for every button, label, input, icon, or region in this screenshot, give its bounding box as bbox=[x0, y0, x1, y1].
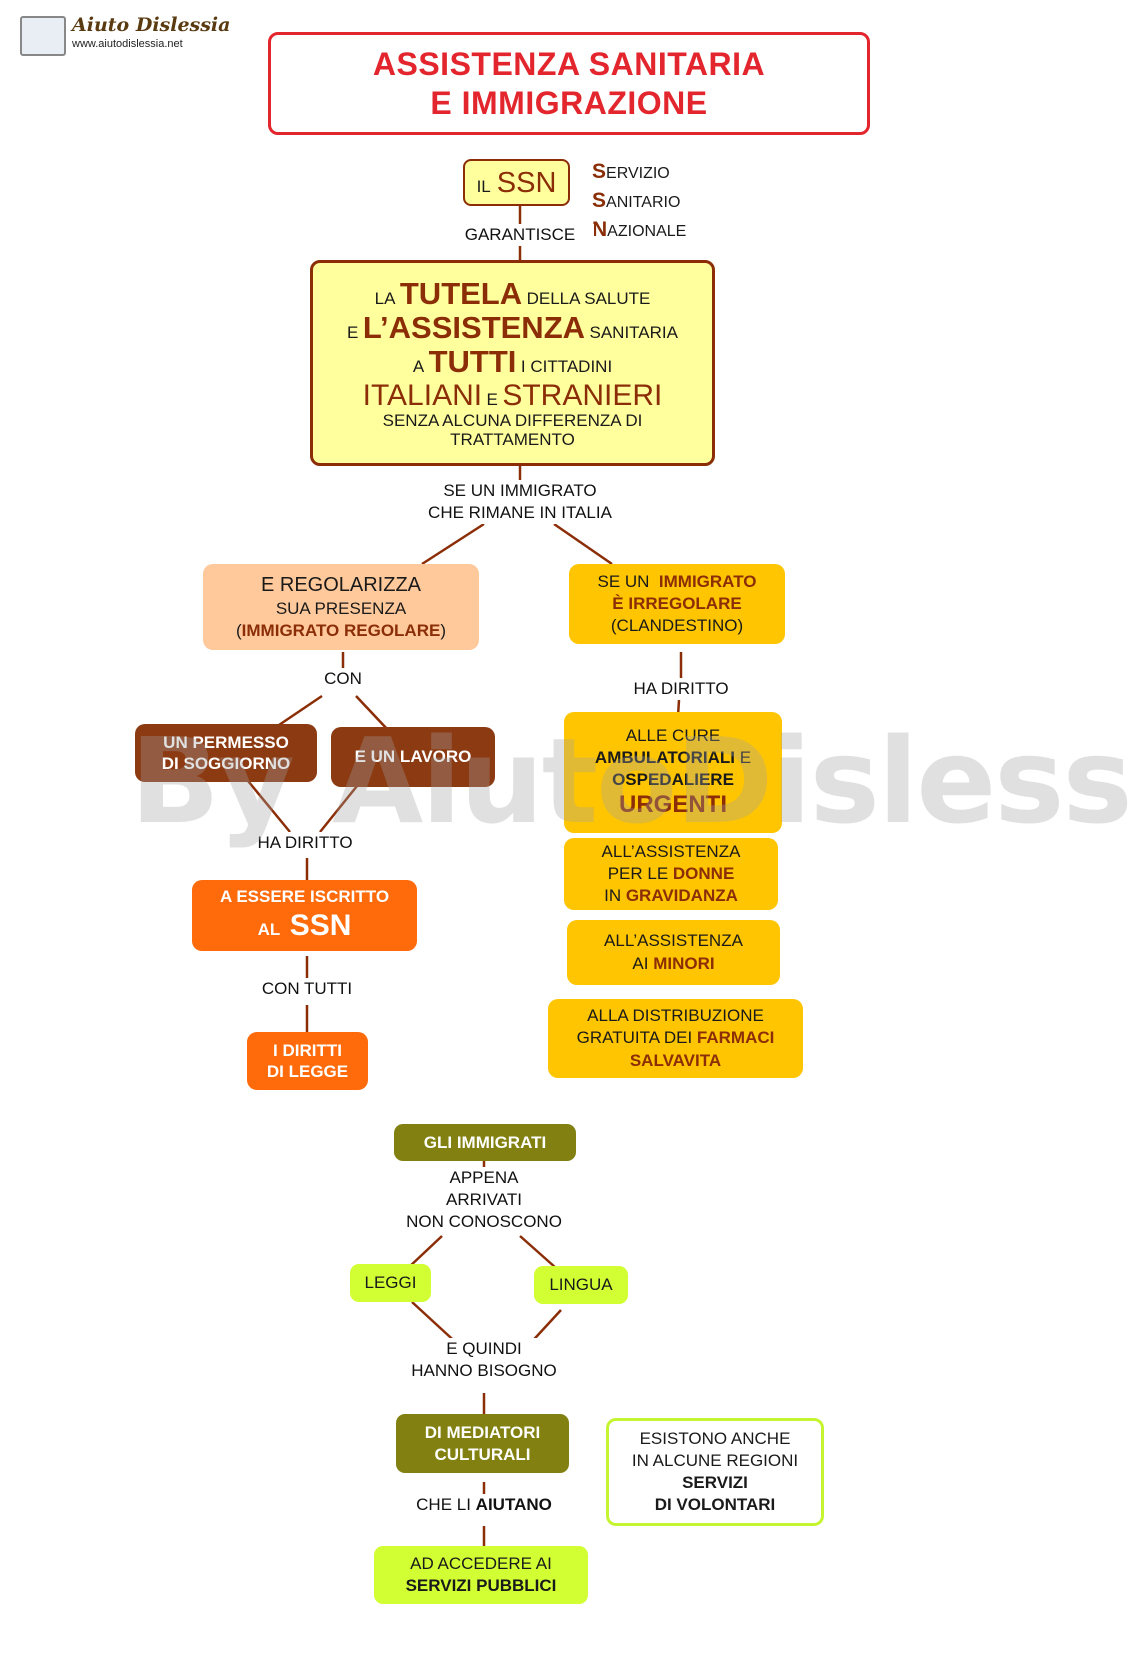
irregolare-node: SE UN IMMIGRATO È IRREGOLARE (CLANDESTIN… bbox=[569, 564, 785, 644]
logo[interactable]: Aiuto Dislessia www.aiutodislessia.net bbox=[20, 12, 230, 56]
connector bbox=[407, 1235, 443, 1269]
cure-node: ALLE CURE AMBULATORIALI E OSPEDALIERE UR… bbox=[564, 712, 782, 833]
book-icon bbox=[20, 16, 66, 56]
immigrati-node: GLI IMMIGRATI bbox=[394, 1124, 576, 1161]
connector bbox=[319, 785, 358, 833]
title-line-2: E IMMIGRAZIONE bbox=[430, 84, 708, 121]
main-line-6: TRATTAMENTO bbox=[450, 429, 575, 449]
title-line-1: ASSISTENZA SANITARIA bbox=[372, 46, 766, 83]
connector bbox=[553, 522, 613, 566]
connector bbox=[275, 694, 323, 729]
main-line-2: E L’ASSISTENZA SANITARIA bbox=[347, 309, 678, 345]
ssn-acronym: SERVIZIO SANITARIO NAZIONALE bbox=[592, 158, 686, 245]
minori-node: ALL’ASSISTENZA AI MINORI bbox=[567, 920, 780, 985]
logo-url: www.aiutodislessia.net bbox=[72, 38, 183, 50]
volontari-node: ESISTONO ANCHE IN ALCUNE REGIONI SERVIZI… bbox=[606, 1418, 824, 1526]
logo-title: Aiuto Dislessia bbox=[72, 14, 231, 36]
label-con-tutti: CON TUTTI bbox=[247, 978, 367, 1001]
lingua-node: LINGUA bbox=[534, 1266, 628, 1304]
ssn-prefix: IL bbox=[476, 177, 491, 196]
ssn-name: SSN bbox=[496, 167, 557, 199]
main-line-1: LA TUTELA DELLA SALUTE bbox=[374, 275, 651, 311]
main-line-3: A TUTTI I CITTADINI bbox=[412, 343, 613, 379]
leggi-node: LEGGI bbox=[350, 1264, 431, 1302]
donne-node: ALL’ASSISTENZA PER LE DONNE IN GRAVIDANZ… bbox=[564, 838, 778, 910]
ssn-node: IL SSN bbox=[463, 159, 570, 206]
connector bbox=[519, 1235, 557, 1269]
acronym-servizio: SERVIZIO bbox=[592, 160, 670, 183]
connector bbox=[421, 522, 485, 566]
iscritto-node: A ESSERE ISCRITTO AL SSN bbox=[192, 880, 417, 951]
label-garantisce: GARANTISCE bbox=[446, 224, 594, 247]
label-con: CON bbox=[313, 668, 373, 691]
label-ha-diritto-left: HA DIRITTO bbox=[245, 832, 365, 855]
main-line-5: SENZA ALCUNA DIFFERENZA DI bbox=[382, 410, 643, 430]
regolare-node: E REGOLARIZZA SUA PRESENZA (IMMIGRATO RE… bbox=[203, 564, 479, 650]
label-ha-diritto-right: HA DIRITTO bbox=[616, 678, 746, 701]
farmaci-node: ALLA DISTRIBUZIONE GRATUITA DEI FARMACI … bbox=[548, 999, 803, 1078]
page-title: ASSISTENZA SANITARIA E IMMIGRAZIONE bbox=[268, 32, 870, 135]
main-concept-box: LA TUTELA DELLA SALUTE E L’ASSISTENZA SA… bbox=[310, 260, 715, 466]
acronym-sanitario: SANITARIO bbox=[592, 189, 681, 212]
acronym-nazionale: NAZIONALE bbox=[592, 218, 687, 241]
label-aiutano: CHE LI AIUTANO bbox=[396, 1494, 572, 1517]
connector bbox=[355, 695, 389, 731]
lavoro-node: E UN LAVORO bbox=[331, 727, 495, 787]
main-line-4: ITALIANI E STRANIERI bbox=[362, 378, 663, 412]
